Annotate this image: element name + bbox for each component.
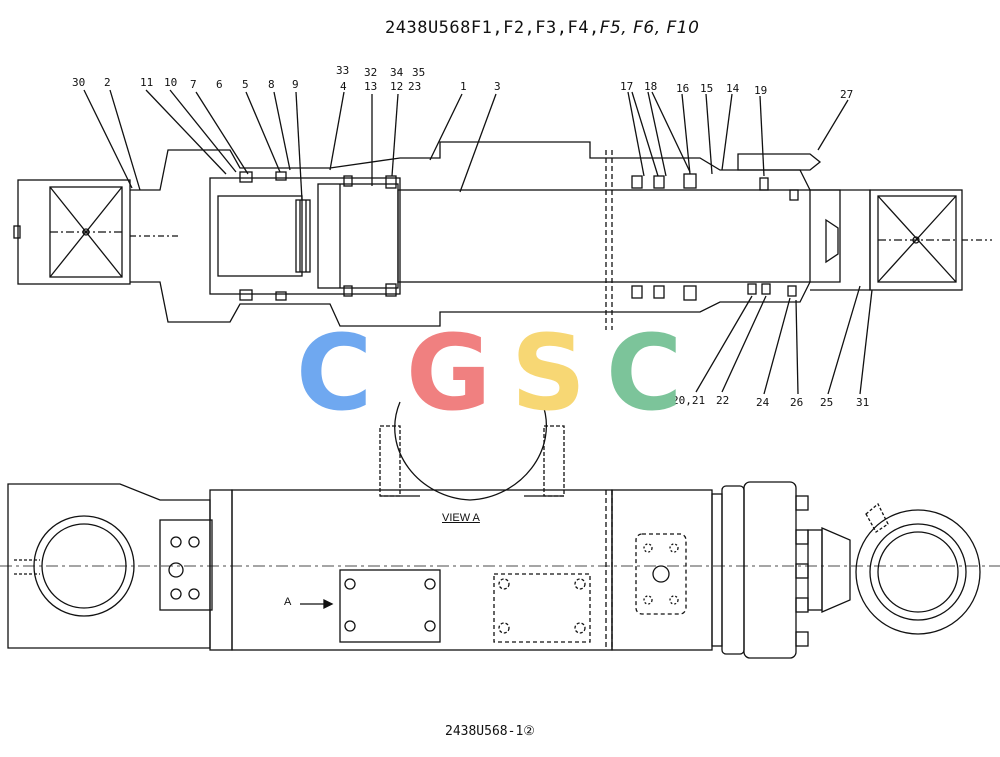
callout-14: 14 [726,82,740,95]
cylinder-bore [209,177,401,295]
callout-33: 33 [336,64,349,77]
hidden-plate [493,573,591,643]
head-bolt [737,153,822,171]
port-block [159,519,213,611]
head-flange [743,481,797,659]
watermark-letter-1: C [296,312,373,434]
cgsc-watermark: C G S C [296,318,716,428]
callout-22: 22 [716,394,729,407]
left-eye-end [17,179,131,285]
callout-1: 1 [460,80,467,93]
callout-25: 25 [820,396,833,409]
piston-nut [317,183,399,289]
callout-7: 7 [190,78,197,91]
watermark-letter-2: G [406,312,492,434]
callout-4: 4 [340,80,347,93]
piston [217,195,303,277]
watermark-letter-3: S [511,312,586,434]
watermark-letter-4: C [606,312,683,434]
callout-17: 17 [620,80,633,93]
callout-15: 15 [700,82,713,95]
callout-26: 26 [790,396,803,409]
callout-23: 23 [408,80,421,93]
view-a-circle [394,401,548,501]
drawing-title: 2438U568F1,F2,F3,F4,F5, F6, F10 [385,18,699,38]
right-bushing [877,195,957,283]
callout-20-21: 20,21 [672,394,705,407]
callout-32: 32 [364,66,377,79]
callout-30: 30 [72,76,85,89]
callout-8: 8 [268,78,275,91]
callout-27: 27 [840,88,853,101]
callout-16: 16 [676,82,689,95]
callout-2: 2 [104,76,111,89]
callout-3: 3 [494,80,501,93]
callout-11: 11 [140,76,153,89]
callout-31: 31 [856,396,869,409]
callout-35: 35 [412,66,425,79]
callout-9: 9 [292,78,299,91]
mount-plate [339,569,441,643]
view-arrow-label: A [284,596,292,608]
callout-19: 19 [754,84,767,97]
callout-18: 18 [644,80,657,93]
callout-6: 6 [216,78,223,91]
drawing-number-footer: 2438U568-1② [445,724,535,739]
callout-24: 24 [756,396,770,409]
callout-34: 34 [390,66,404,79]
callout-10: 10 [164,76,177,89]
part-number-handwritten: F5, F6, F10 [599,18,700,38]
right-eye-outer [855,509,981,635]
callout-13: 13 [364,80,377,93]
right-pin-hole [869,523,967,621]
piston-rod [397,189,811,283]
view-a-label: VIEW A [442,512,480,524]
callout-5: 5 [242,78,249,91]
cylinder-body-section [130,141,841,327]
callout-12: 12 [390,80,403,93]
part-number-typed: 2438U568F1,F2,F3,F4, [385,18,600,38]
